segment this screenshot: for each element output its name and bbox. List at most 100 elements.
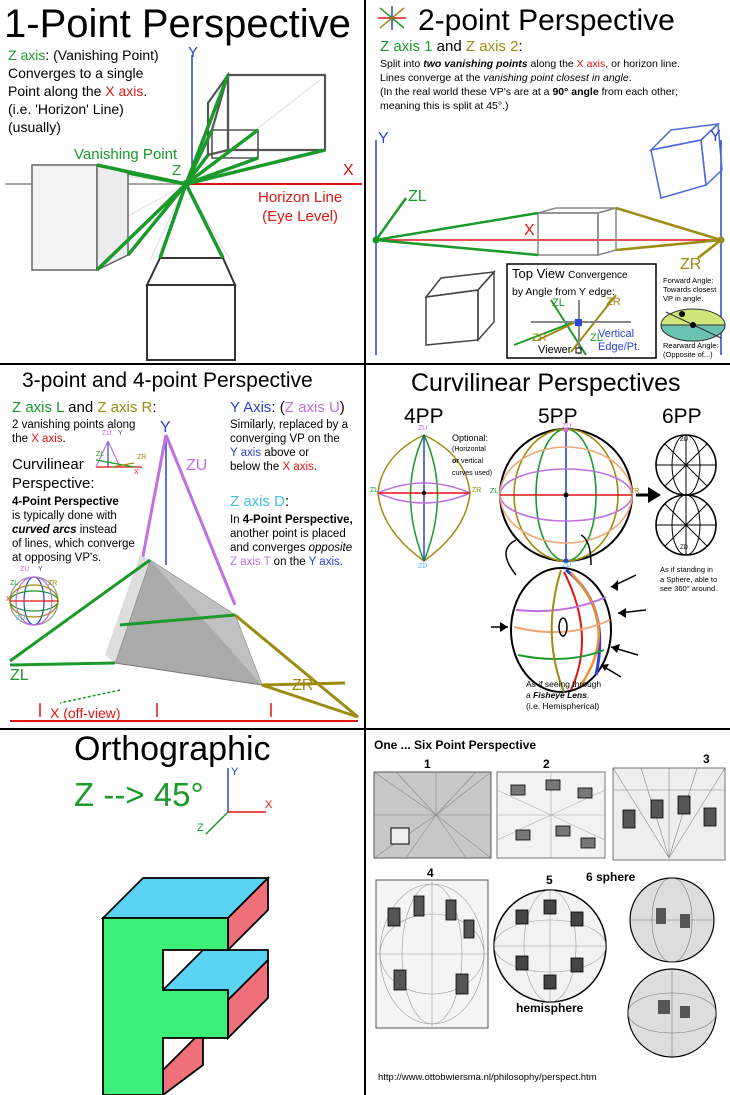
opt1: Optional: (452, 433, 489, 443)
y-label: Y (231, 766, 239, 778)
six-zu: ZU (680, 437, 688, 443)
five-pp-label: 5PP (538, 405, 578, 428)
x-axis-label: X axis (105, 83, 144, 99)
panel-title: 1-Point Perspective (4, 2, 351, 46)
z-desc-3b: . (143, 83, 148, 99)
vanishing-point-dot (182, 180, 190, 188)
d3b: opposite (308, 542, 353, 554)
curvilinear-heading: Curvilinear Perspective: (12, 455, 95, 493)
curvilinear-diagram (377, 427, 717, 693)
z-axis-description: Z axis: (Vanishing Point) Converges to a… (8, 46, 159, 136)
fisheye-hemisphere (510, 567, 612, 693)
y-label: Y (188, 44, 199, 61)
sphere-zd: ZD (16, 615, 26, 622)
sketch-4 (375, 879, 489, 1029)
perspective-icon (378, 6, 406, 30)
y-axis-label: Y Axis (230, 399, 272, 416)
s3: see 360° around. (660, 584, 718, 593)
rearward-angle-label: Rearward Angle:(Opposite of...) (663, 341, 718, 359)
line4: meaning this is split at 45°.) (380, 100, 509, 112)
d2: another point is placed (230, 528, 346, 540)
x-off-view-label: X (off-view) (50, 705, 121, 721)
line1c: along the (527, 58, 577, 70)
six-point-sketches (373, 767, 726, 1058)
viewer-label: Viewer (538, 344, 572, 356)
two-point-diagram (372, 6, 726, 359)
d3a: and converges (230, 542, 309, 554)
four-pp-lens (377, 434, 471, 562)
z-45-label: Z --> 45° (74, 776, 204, 813)
line2a: the (12, 433, 32, 445)
four-pp-label: 4PP (404, 405, 444, 428)
fisheye-note: As if seeing through a Fisheye Lens. (i.… (526, 679, 601, 712)
edge-text: Edge/Pt. (598, 341, 641, 353)
line1b: two vanishing points (423, 58, 528, 70)
y-line4c: . (313, 461, 317, 473)
orthographic-diagram (100, 768, 271, 1095)
five-zd: ZD (562, 562, 572, 569)
panel-six-point: One ... Six Point Perspective 1 2 3 4 5 … (366, 730, 730, 1095)
z-axis-label: Z axis (8, 47, 46, 63)
z-label: Z (172, 162, 182, 179)
panel-one-point: 1-Point Perspective Z axis: (Vanishing P… (0, 0, 364, 363)
colon: : (152, 399, 157, 416)
panel-two-point: 2-point Perspective Z axis 1 and Z axis … (366, 0, 730, 363)
five-zu: ZU (562, 423, 572, 430)
sketch-1 (373, 771, 492, 859)
curvilinear-text: Curvilinear (12, 456, 84, 473)
c4: of lines, which converge (12, 538, 135, 550)
optional-note: Optional: (Horizontal or vertical curves… (452, 433, 492, 479)
d1a: In (230, 514, 243, 526)
y-label-right: Y (710, 128, 721, 145)
two-point-description: Split into two vanishing points along th… (380, 57, 680, 113)
angle-ellipse (660, 308, 726, 342)
sketch-5 (493, 889, 607, 1003)
z-desc-1: : (Vanishing Point) (45, 47, 159, 63)
mini-y: Y (118, 430, 123, 437)
zr-label: ZR (292, 677, 314, 694)
d4a: Z axis T (230, 556, 271, 568)
z-axis-d-heading: Z axis D: (230, 493, 289, 510)
z-desc-3: Point along the (8, 83, 106, 99)
line2b: X axis (31, 433, 63, 445)
five-zl: ZL (490, 488, 499, 495)
four-zl: ZL (370, 487, 379, 494)
f2b: . (586, 690, 590, 700)
opt4: curves used) (452, 470, 493, 477)
z-axis-l: Z axis L (12, 399, 64, 416)
one-point-diagram (5, 55, 362, 361)
sphere-zu: ZU (20, 566, 30, 573)
mini-zr: ZR (137, 454, 147, 461)
sketch-2 (496, 771, 606, 859)
y-line1: Similarly, replaced by a (230, 419, 349, 431)
panel-title: Curvilinear Perspectives (411, 369, 681, 397)
sketch-6 (627, 877, 717, 1058)
top-view-title: Top View Convergence by Angle from Y edg… (512, 266, 628, 300)
z-desc-2: Converges to a single (8, 65, 144, 81)
d4d: . (339, 556, 343, 568)
hemisphere-label: hemisphere (516, 1001, 584, 1015)
z-axis-1: Z axis 1 (380, 38, 433, 55)
z-axes-heading: Z axis 1 and Z axis 2: (380, 38, 523, 55)
line2c: . (628, 72, 632, 84)
six-pp-label: 6PP (662, 405, 702, 428)
mini-x: X (134, 469, 139, 476)
six-pp-spheres (655, 434, 717, 556)
panel-three-four-point: 3-point and 4-point Perspective Z axis L… (0, 365, 364, 728)
rearward-2: (Opposite of...) (663, 350, 713, 359)
by-angle-label: by Angle from Y edge: (512, 286, 615, 298)
four-zu: ZU (418, 425, 428, 432)
panel-orthographic: Orthographic Z --> 45° Y X Z (0, 730, 364, 1095)
horizon-line-label: Horizon Line (Eye Level) (258, 188, 342, 226)
panel-title: 2-point Perspective (418, 4, 675, 37)
opt3a: or (452, 458, 459, 465)
d4c: Y axis (308, 556, 340, 568)
sketch-3-number: 3 (703, 752, 710, 766)
f3: (i.e. Hemispherical) (526, 701, 600, 711)
y-label: Y (160, 419, 171, 436)
y-line3b: above or (261, 447, 310, 459)
three-point-diagram (9, 434, 359, 722)
convergence-label: Convergence (568, 270, 628, 281)
y-line3a: Y axis (230, 447, 262, 459)
